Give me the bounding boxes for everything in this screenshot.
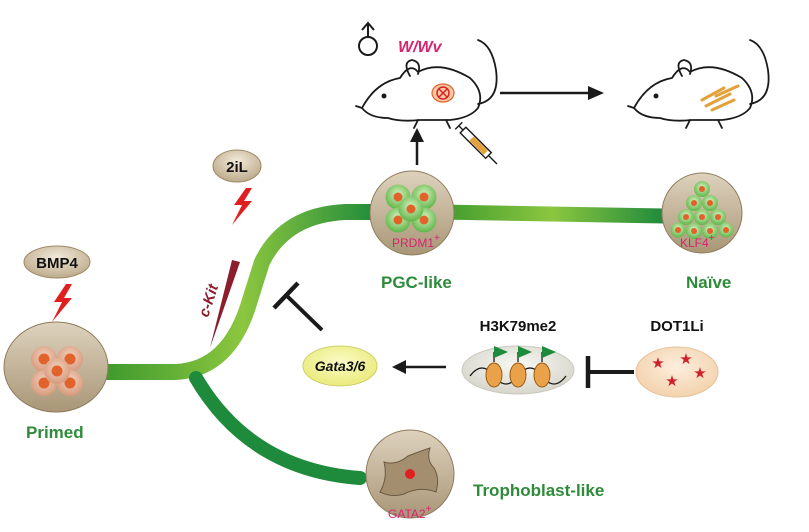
pgc-like-colony: PRDM1+ bbox=[369, 170, 455, 256]
stage-label-trophoblast-like: Trophoblast-like bbox=[473, 481, 604, 500]
stage-label-pgc-like: PGC-like bbox=[381, 273, 452, 292]
gata36-label: Gata3/6 bbox=[315, 358, 366, 374]
inhibitor-icon bbox=[585, 356, 634, 388]
lineage-paths bbox=[97, 204, 673, 485]
transplant-arrow bbox=[410, 128, 424, 165]
bmp4-factor: BMP4 bbox=[23, 245, 91, 322]
path-primed-to-pgc bbox=[97, 204, 388, 380]
svg-text:★: ★ bbox=[651, 355, 664, 372]
bmp4-label: BMP4 bbox=[36, 255, 78, 272]
dot1li-node: ★ ★ ★ ★ bbox=[635, 346, 719, 398]
naive-colony: KLF4+ bbox=[661, 172, 743, 254]
lightning-icon bbox=[52, 284, 72, 322]
testis-depleted-icon bbox=[431, 83, 455, 103]
restored-tubules-icon bbox=[700, 84, 740, 112]
mouse-strain-label: W/Wv bbox=[398, 39, 443, 56]
gata36-node: Gata3/6 bbox=[302, 345, 378, 387]
nucleosome-icon bbox=[461, 345, 575, 395]
dot1li-label: DOT1Li bbox=[650, 318, 703, 335]
stage-label-primed: Primed bbox=[26, 423, 84, 442]
svg-text:★: ★ bbox=[679, 351, 692, 368]
stage-label-naive: Naïve bbox=[686, 273, 731, 292]
c-kit-wedge bbox=[210, 260, 240, 348]
h3k79me2-label: H3K79me2 bbox=[480, 318, 557, 335]
klf4-marker: KLF4+ bbox=[680, 233, 715, 250]
primed-cells bbox=[31, 346, 83, 396]
2il-factor: 2iL bbox=[212, 149, 262, 225]
primed-colony bbox=[3, 321, 109, 413]
trophoblast-colony: GATA2+ bbox=[365, 429, 455, 521]
svg-text:★: ★ bbox=[693, 365, 706, 382]
svg-text:★: ★ bbox=[665, 373, 678, 390]
outcome-arrow bbox=[500, 86, 604, 100]
male-symbol-icon bbox=[358, 21, 378, 56]
c-kit-label: c-Kit bbox=[196, 281, 223, 319]
prdm1-marker: PRDM1+ bbox=[392, 233, 440, 250]
path-pgc-to-naive bbox=[432, 204, 673, 224]
mouse-icon bbox=[355, 39, 498, 129]
lightning-icon bbox=[232, 188, 252, 225]
gata2-marker: GATA2+ bbox=[388, 504, 432, 521]
activation-arrow bbox=[392, 360, 446, 374]
gata-inhibition bbox=[272, 281, 324, 332]
2il-label: 2iL bbox=[226, 159, 248, 176]
path-to-trophoblast bbox=[189, 371, 367, 485]
syringe-icon bbox=[454, 121, 498, 165]
mouse-icon bbox=[627, 39, 770, 129]
